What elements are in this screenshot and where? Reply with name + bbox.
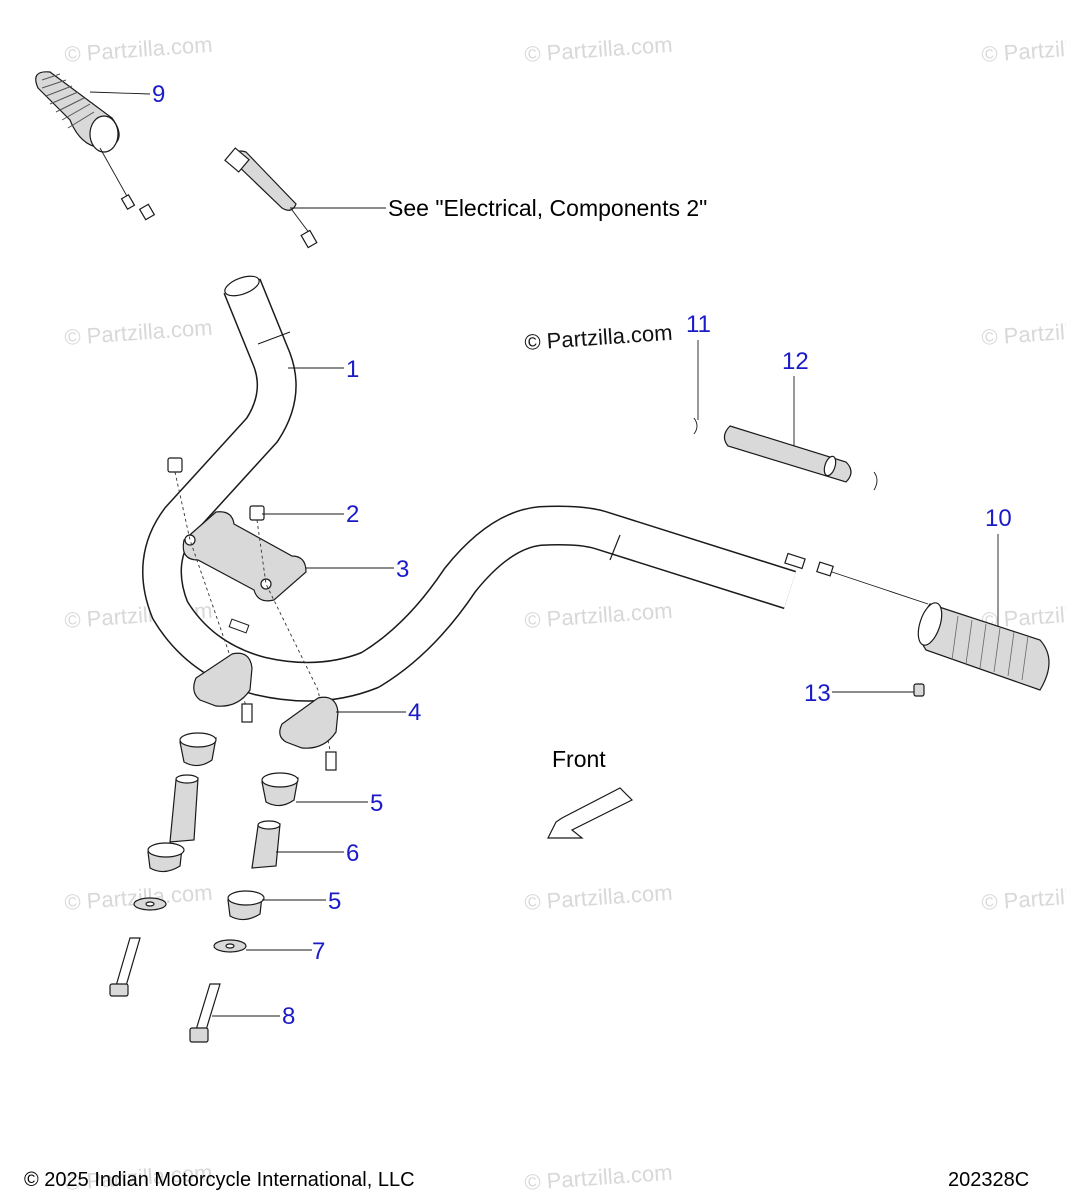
front-label: Front — [552, 746, 606, 772]
callout-2: 2 — [346, 501, 359, 528]
callout-10: 10 — [985, 505, 1012, 532]
clamp-bolt[interactable] — [167, 457, 265, 521]
riser-clamp[interactable] — [193, 652, 339, 771]
callout-6: 6 — [346, 840, 359, 867]
diagram-code: 202328C — [948, 1169, 1029, 1191]
left-grip[interactable] — [35, 71, 156, 221]
callouts: 9 1 2 3 4 5 6 5 7 8 11 12 10 13 — [152, 81, 1012, 1030]
cross-reference-note: See "Electrical, Components 2" — [388, 195, 707, 221]
front-arrow-icon — [547, 787, 634, 839]
watermark: © Partzilla.com — [64, 880, 214, 915]
callout-7: 7 — [312, 938, 325, 965]
watermark: © Partzilla.com — [524, 598, 674, 633]
bushing[interactable] — [147, 732, 299, 921]
callout-3: 3 — [396, 556, 409, 583]
throttle-sleeve[interactable] — [723, 425, 852, 483]
watermark: © Partzilla.com — [981, 32, 1066, 67]
callout-5: 5 — [370, 790, 383, 817]
handlebar[interactable] — [142, 272, 797, 702]
callout-13: 13 — [804, 680, 831, 707]
watermark: © Partzilla.com — [524, 880, 674, 915]
callout-1: 1 — [346, 356, 359, 383]
callout-4: 4 — [408, 699, 421, 726]
callout-11: 11 — [686, 311, 711, 338]
callout-8: 8 — [282, 1003, 295, 1030]
watermark: © Partzilla.com — [524, 32, 674, 67]
right-grip[interactable] — [784, 552, 1050, 691]
throttle-sensor[interactable] — [224, 147, 318, 249]
copyright-footer: © 2025 Indian Motorcycle International, … — [24, 1169, 415, 1191]
mounting-bolt[interactable] — [109, 937, 221, 1043]
top-clamp[interactable] — [182, 511, 307, 602]
callout-5: 5 — [328, 888, 341, 915]
watermark: © Partzilla.com — [524, 1160, 674, 1195]
watermark: © Partzilla.com — [981, 880, 1066, 915]
spacer[interactable] — [169, 774, 281, 869]
callout-leaders — [89, 91, 999, 1017]
watermark: © Partzilla.com — [64, 315, 214, 350]
callout-9: 9 — [152, 81, 165, 108]
retaining-pin[interactable] — [693, 417, 878, 491]
small-screw[interactable] — [913, 683, 925, 697]
washer[interactable] — [133, 897, 247, 953]
watermark: © Partzilla.com — [981, 315, 1066, 350]
callout-12: 12 — [782, 348, 809, 375]
watermark: © Partzilla.com — [64, 32, 214, 67]
center-watermark: © Partzilla.com — [524, 320, 674, 355]
